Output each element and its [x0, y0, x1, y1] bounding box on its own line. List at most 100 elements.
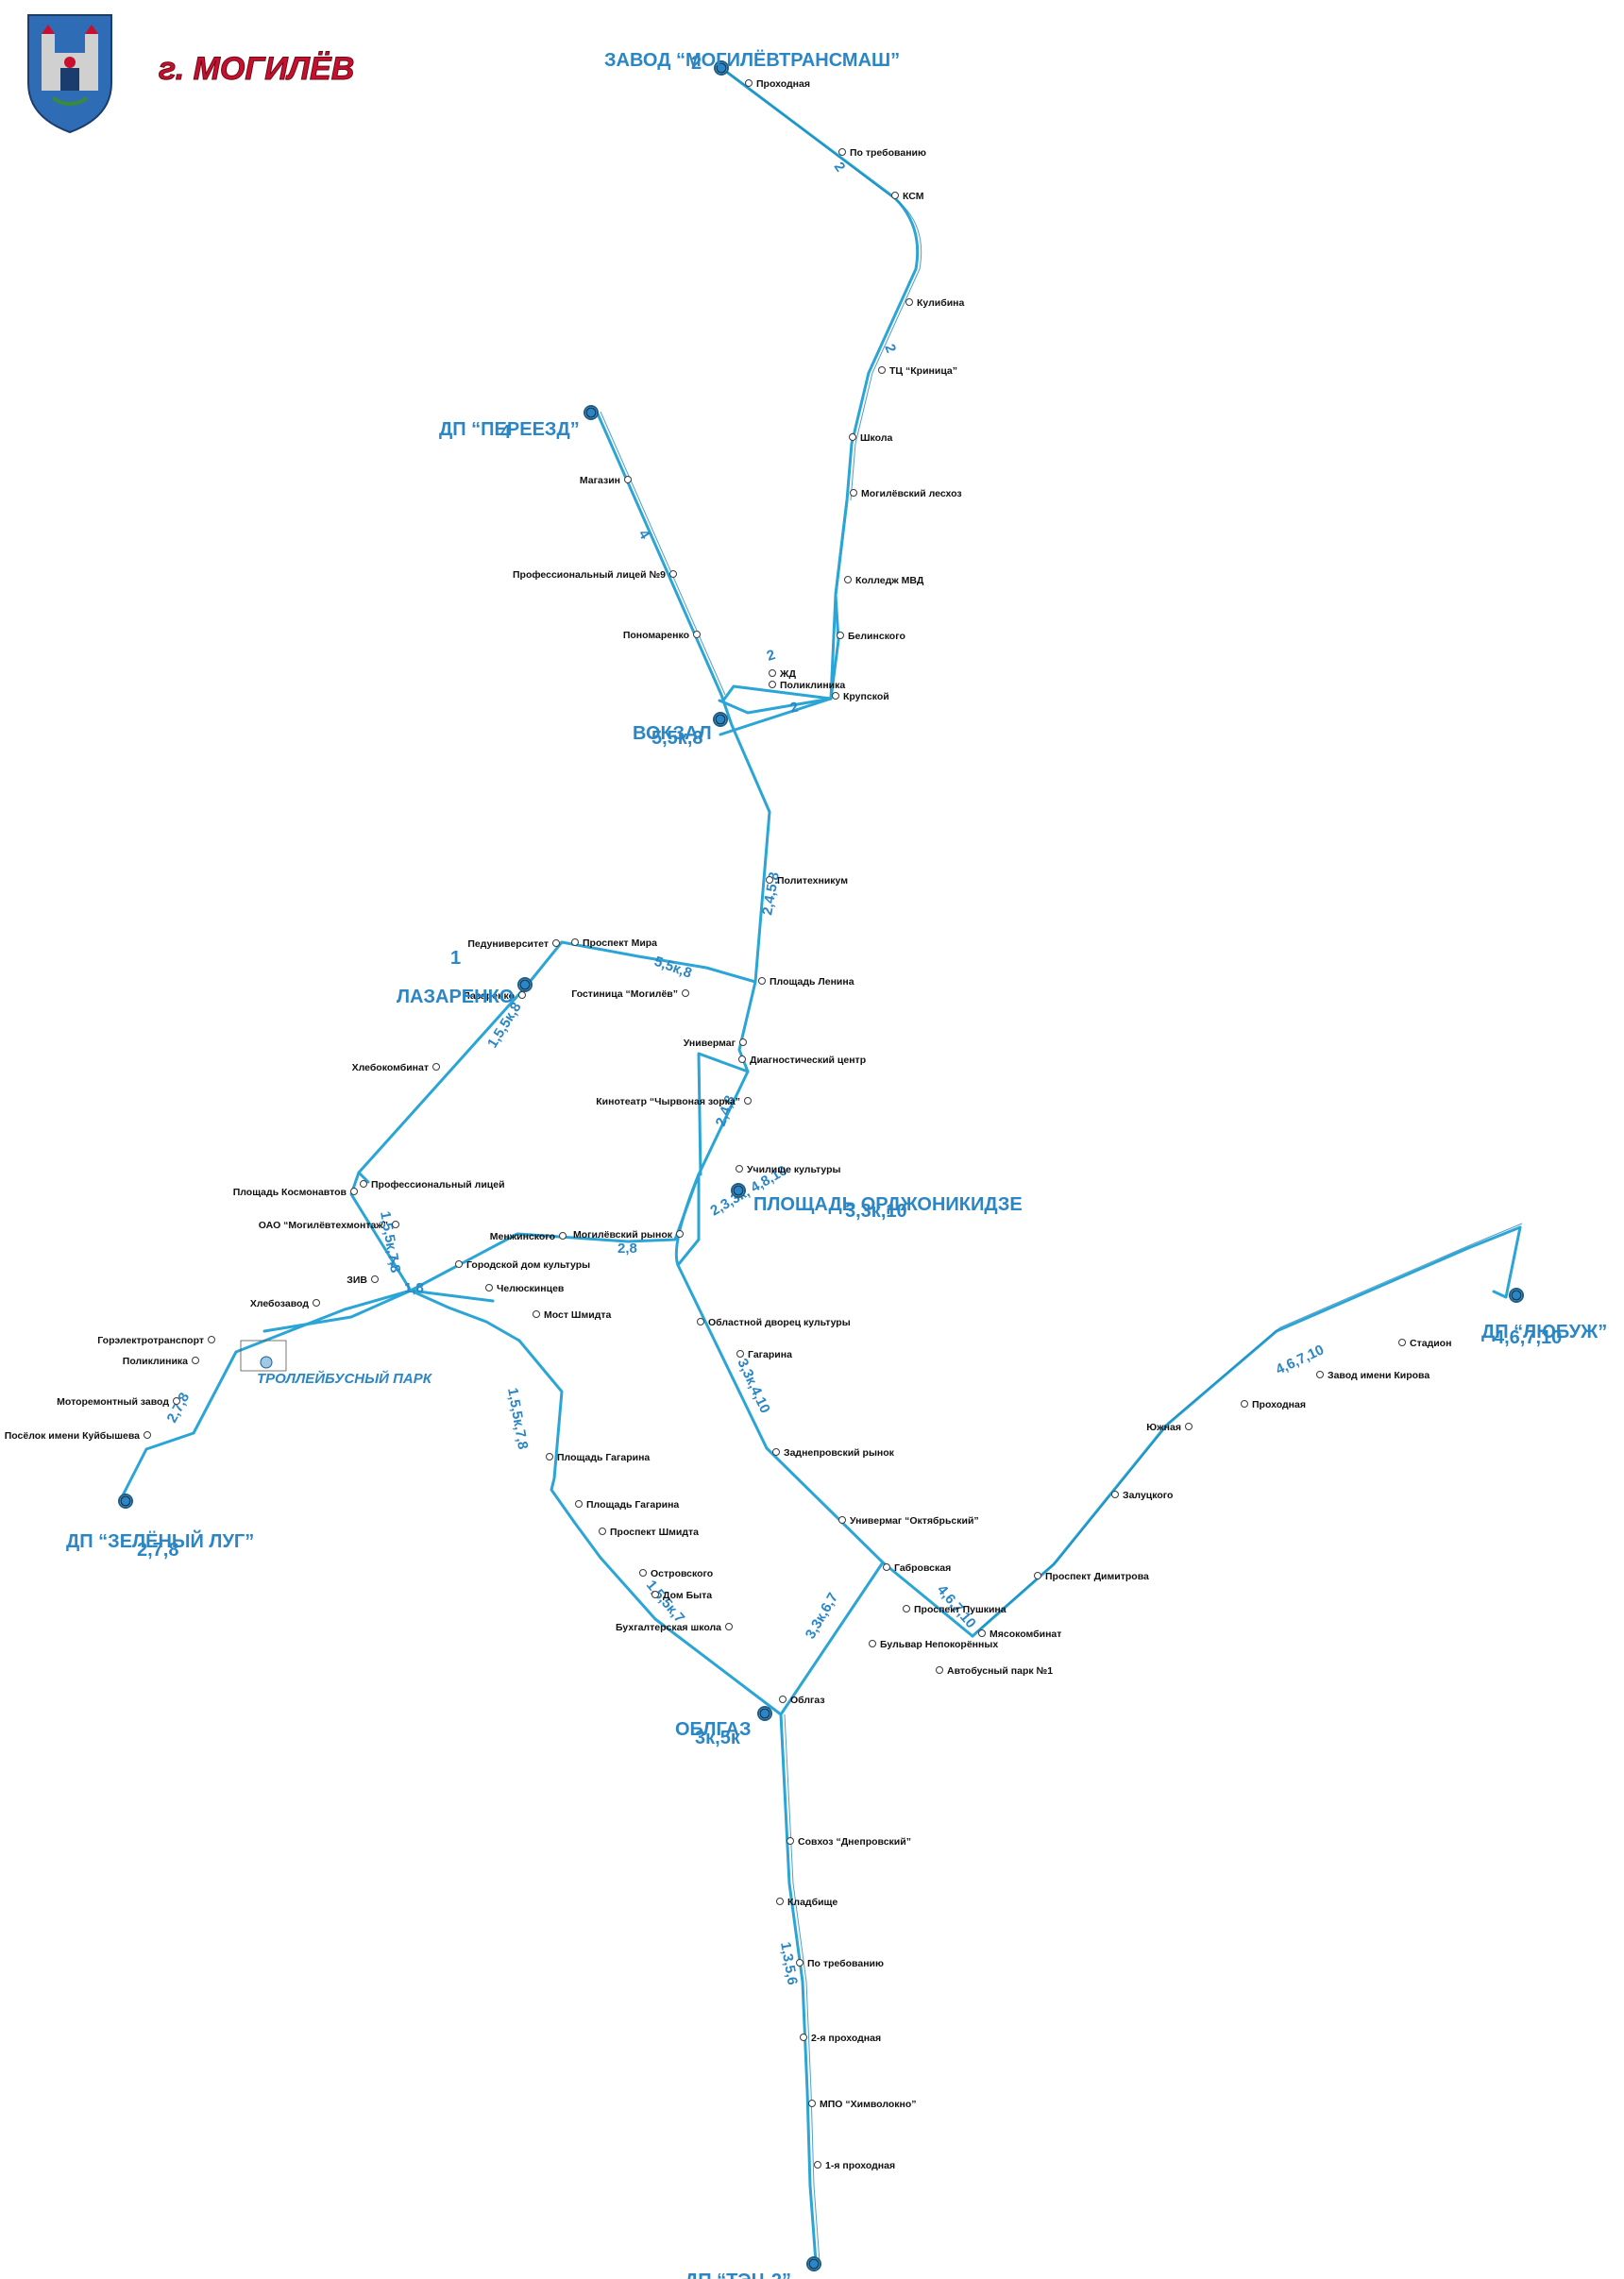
stop-label: Пономаренко	[623, 630, 689, 641]
stop-circle-icon[interactable]	[844, 576, 852, 583]
stop-circle-icon[interactable]	[485, 1284, 493, 1291]
stop-circle-icon[interactable]	[599, 1528, 606, 1535]
stop-circle-icon[interactable]	[693, 631, 701, 638]
stop-circle-icon[interactable]	[736, 1165, 743, 1173]
stop-circle-icon[interactable]	[869, 1640, 876, 1647]
stop-circle-icon[interactable]	[559, 1232, 567, 1240]
stop-circle-icon[interactable]	[1316, 1371, 1324, 1378]
terminal-dot-icon[interactable]	[715, 714, 726, 725]
stop-circle-icon[interactable]	[208, 1336, 215, 1343]
stop-circle-icon[interactable]	[758, 977, 766, 985]
stop-circle-icon[interactable]	[392, 1221, 399, 1228]
terminal-routes: 4,6,7,10	[1494, 1327, 1562, 1348]
stop-circle-icon[interactable]	[800, 2034, 807, 2041]
stop-circle-icon[interactable]	[575, 1500, 583, 1508]
stop-circle-icon[interactable]	[837, 632, 844, 639]
terminal-dot-icon[interactable]	[1511, 1290, 1522, 1301]
stop-circle-icon[interactable]	[533, 1310, 540, 1318]
terminal-dot-icon[interactable]	[585, 407, 597, 418]
stop-circle-icon[interactable]	[832, 692, 839, 700]
stop-circle-icon[interactable]	[849, 433, 856, 441]
stop-circle-icon[interactable]	[808, 2100, 816, 2107]
stop-circle-icon[interactable]	[838, 1516, 846, 1524]
stop-circle-icon[interactable]	[736, 1350, 744, 1358]
route-number-label: 5,5к,8	[652, 954, 694, 982]
terminal-routes: 2,7,8	[137, 1540, 178, 1561]
stop-label: МПО “Химволокно”	[820, 2099, 917, 2110]
stop-circle-icon[interactable]	[1111, 1491, 1119, 1498]
stop-label: Поликлиника	[780, 680, 845, 691]
terminal-routes: 2	[691, 53, 702, 74]
stop-circle-icon[interactable]	[745, 79, 753, 87]
terminal-name: ЗАВОД “МОГИЛЁВТРАНСМАШ”	[604, 49, 900, 71]
stop-circle-icon[interactable]	[571, 938, 579, 946]
stop-circle-icon[interactable]	[838, 148, 846, 156]
stop-circle-icon[interactable]	[1241, 1400, 1248, 1408]
stop-circle-icon[interactable]	[787, 1837, 794, 1845]
stop-circle-icon[interactable]	[738, 1055, 746, 1063]
stop-circle-icon[interactable]	[518, 991, 526, 999]
terminal-name: ДП “ЛЮБУЖ”	[1481, 1322, 1607, 1342]
stop-circle-icon[interactable]	[776, 1898, 784, 1905]
stop-circle-icon[interactable]	[360, 1180, 367, 1188]
stop-circle-icon[interactable]	[682, 989, 689, 997]
stop-circle-icon[interactable]	[455, 1260, 463, 1268]
stop-circle-icon[interactable]	[546, 1453, 553, 1460]
stop-label: Габровская	[894, 1562, 951, 1574]
stop-circle-icon[interactable]	[1034, 1572, 1041, 1579]
stop-label: Южная	[1146, 1422, 1181, 1433]
stop-circle-icon[interactable]	[772, 1448, 780, 1456]
stop-circle-icon[interactable]	[883, 1563, 890, 1571]
stop-circle-icon[interactable]	[144, 1431, 151, 1439]
stop-circle-icon[interactable]	[651, 1591, 659, 1598]
trolleybus-depot: ТРОЛЛЕЙБУСНЫЙ ПАРК	[240, 1340, 433, 1387]
terminal-name: ДП “ЗЕЛЁНЫЙ ЛУГ”	[66, 1529, 254, 1552]
stop-circle-icon[interactable]	[769, 669, 776, 677]
stop-circle-icon[interactable]	[769, 681, 776, 688]
stop-circle-icon[interactable]	[371, 1275, 379, 1283]
stop-circle-icon[interactable]	[891, 192, 899, 199]
stop-circle-icon[interactable]	[1185, 1423, 1193, 1430]
stop-label: Островского	[651, 1568, 713, 1579]
stop-circle-icon[interactable]	[1398, 1339, 1406, 1346]
stop-circle-icon[interactable]	[878, 366, 886, 374]
stop-label: ОАО “Могилёвтехмонтаж”	[259, 1220, 388, 1231]
stop-circle-icon[interactable]	[796, 1959, 804, 1967]
route-wires	[600, 71, 1523, 2263]
stop-circle-icon[interactable]	[639, 1569, 647, 1577]
stop-circle-icon[interactable]	[814, 2161, 821, 2169]
stop-circle-icon[interactable]	[697, 1318, 704, 1325]
stop-circle-icon[interactable]	[313, 1299, 320, 1307]
terminal-dot-icon[interactable]	[120, 1495, 131, 1507]
stop-label: Стадион	[1410, 1338, 1451, 1349]
stop-circle-icon[interactable]	[173, 1397, 180, 1405]
stop-circle-icon[interactable]	[744, 1097, 752, 1105]
stop-circle-icon[interactable]	[905, 298, 913, 306]
terminal-dot-icon[interactable]	[808, 2258, 820, 2270]
terminal-dot-icon[interactable]	[759, 1708, 770, 1719]
terminal-dot-icon[interactable]	[519, 979, 531, 990]
stop-circle-icon[interactable]	[766, 876, 773, 884]
stop-circle-icon[interactable]	[669, 570, 677, 578]
stop-circle-icon[interactable]	[739, 1038, 747, 1046]
route-number-labels: 222242,4,5,85,5к,81,5,5к,82,4,81,5,5к,7,…	[164, 160, 1327, 1986]
stop-circle-icon[interactable]	[936, 1666, 943, 1674]
stop-circle-icon[interactable]	[676, 1230, 684, 1238]
stop-label: Могилёвский лесхоз	[861, 488, 962, 499]
stop-label: Магазин	[580, 475, 620, 486]
stop-circle-icon[interactable]	[725, 1623, 733, 1630]
stop-circle-icon[interactable]	[552, 939, 560, 947]
stop-circle-icon[interactable]	[624, 476, 632, 483]
stop-circle-icon[interactable]	[779, 1696, 787, 1703]
stop-label: Облгаз	[790, 1695, 825, 1706]
stop-circle-icon[interactable]	[903, 1605, 910, 1612]
terminal-dot-icon[interactable]	[716, 62, 727, 74]
stop-circle-icon[interactable]	[432, 1063, 440, 1071]
stop-circle-icon[interactable]	[350, 1188, 358, 1195]
terminal-dot-icon[interactable]	[733, 1185, 744, 1196]
stop-circle-icon[interactable]	[850, 489, 857, 497]
stop-label: Крупской	[843, 691, 889, 702]
stop-circle-icon[interactable]	[192, 1357, 199, 1364]
stop-circle-icon[interactable]	[978, 1629, 986, 1637]
stop-label: Городской дом культуры	[466, 1259, 590, 1271]
